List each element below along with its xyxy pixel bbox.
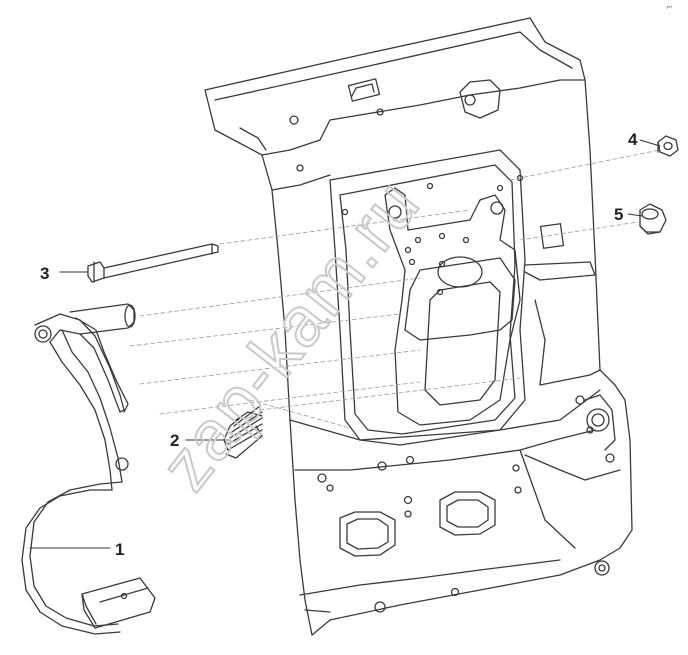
callout-2: 2 — [170, 431, 179, 450]
watermark-text: zap-kam.ru — [145, 165, 434, 505]
assembly-lines — [129, 149, 661, 429]
pedal-lever — [21, 303, 156, 635]
long-bolt — [87, 243, 219, 283]
callout-1: 1 — [115, 540, 124, 559]
callout-4: 4 — [628, 130, 638, 149]
callout-3: 3 — [40, 264, 49, 283]
flange-bushing — [639, 203, 667, 235]
mounting-bracket — [204, 17, 633, 636]
leader-lines — [29, 139, 661, 549]
callout-5: 5 — [614, 205, 623, 224]
corner-mark: ⌐ — [666, 3, 673, 12]
hex-nut — [657, 135, 679, 157]
return-spring — [223, 405, 263, 459]
